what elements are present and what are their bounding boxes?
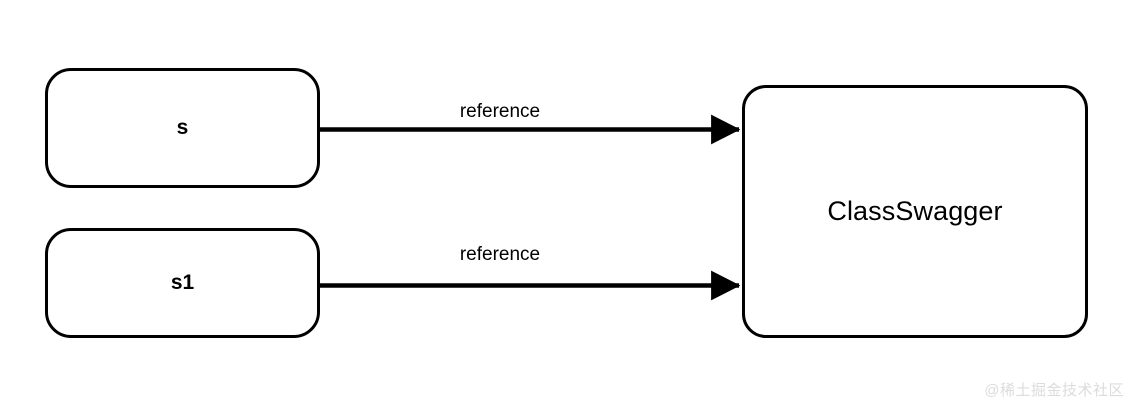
node-s1[interactable]: s1 xyxy=(45,228,320,338)
node-classswagger-label: ClassSwagger xyxy=(827,195,1003,226)
edge-label-reference-2: reference xyxy=(459,244,541,265)
node-s-label: s xyxy=(176,116,189,140)
node-s[interactable]: s xyxy=(45,68,320,188)
watermark: @稀土掘金技术社区 xyxy=(984,382,1124,399)
node-s1-label: s1 xyxy=(170,271,195,295)
node-classswagger[interactable]: ClassSwagger xyxy=(742,85,1088,338)
edge-label-reference-1: reference xyxy=(459,101,541,122)
